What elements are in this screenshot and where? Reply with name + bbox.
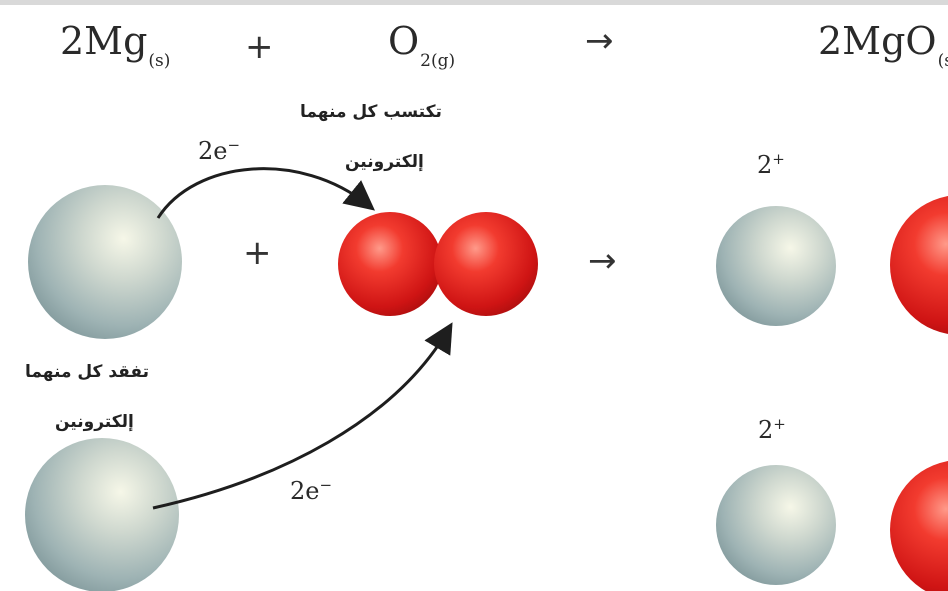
reactant-o2: O2(g) [388,19,456,71]
electron-transfer-arrow-top [156,167,376,219]
mg-atom-top [28,185,182,339]
electron-label-bottom: 2e− [290,476,333,505]
middle-arrow: → [588,241,617,281]
oxygen-atom-left [338,212,442,316]
lose-label-line2: إلكترونين [55,412,134,432]
mg-ion-top [716,206,836,326]
charge-label-top: 2+ [757,150,785,179]
top-border [0,0,948,5]
reactant-mg: 2Mg(s) [60,19,171,71]
electron-label-top: 2e− [198,136,241,165]
equation-plus: + [245,27,274,67]
charge-label-bottom: 2+ [758,415,786,444]
oxide-ion-top [890,196,948,334]
oxygen-atom-right [434,212,538,316]
lose-label-line1: تفقد كل منهما [25,362,150,382]
product-mgo: 2MgO(s [818,19,948,71]
mg-ion-bottom [716,465,836,585]
middle-plus: + [243,233,272,273]
gain-label-line2: إلكترونين [345,152,424,172]
electron-transfer-arrow-bottom [152,322,453,510]
mg-atom-bottom [25,438,179,591]
equation-arrow: → [585,21,614,61]
gain-label-line1: تكتسب كل منهما [300,102,442,122]
oxide-ion-bottom [890,461,948,591]
